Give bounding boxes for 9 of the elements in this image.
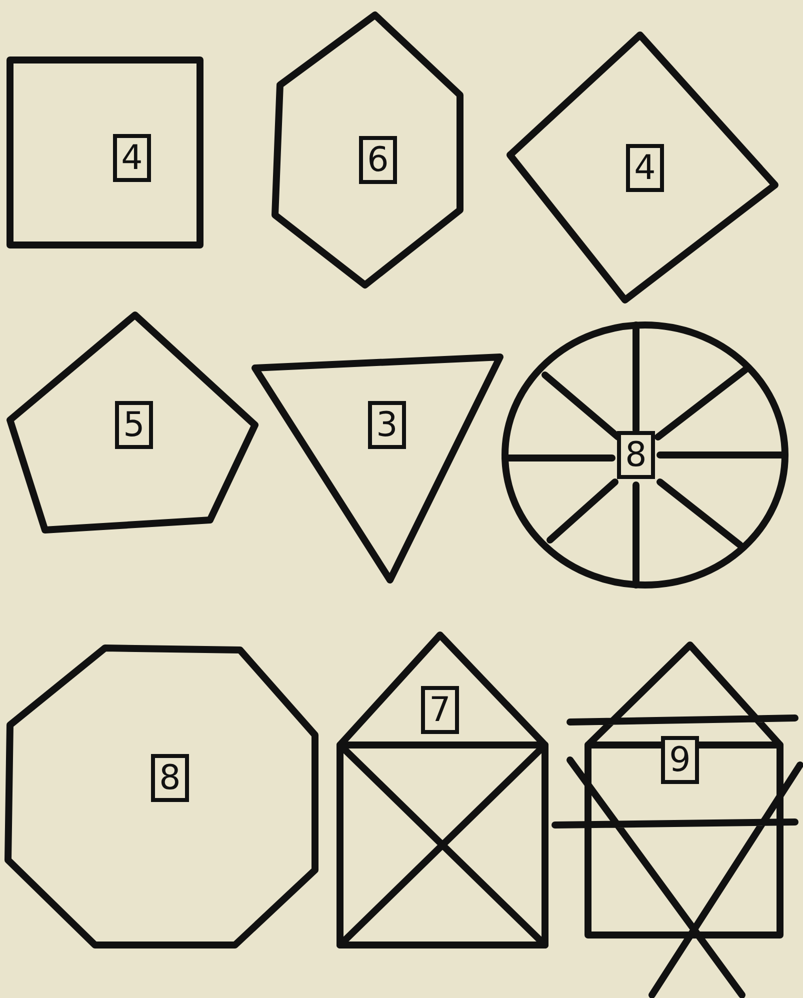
number-box: 8	[151, 754, 189, 802]
number-box: 3	[368, 401, 406, 449]
number-box: 9	[661, 736, 699, 784]
number-box: 6	[359, 136, 397, 184]
number-box: 5	[115, 401, 153, 449]
number-box: 4	[626, 144, 664, 192]
number-box: 8	[617, 431, 655, 479]
number-box: 4	[113, 134, 151, 182]
number-box: 7	[421, 686, 459, 734]
